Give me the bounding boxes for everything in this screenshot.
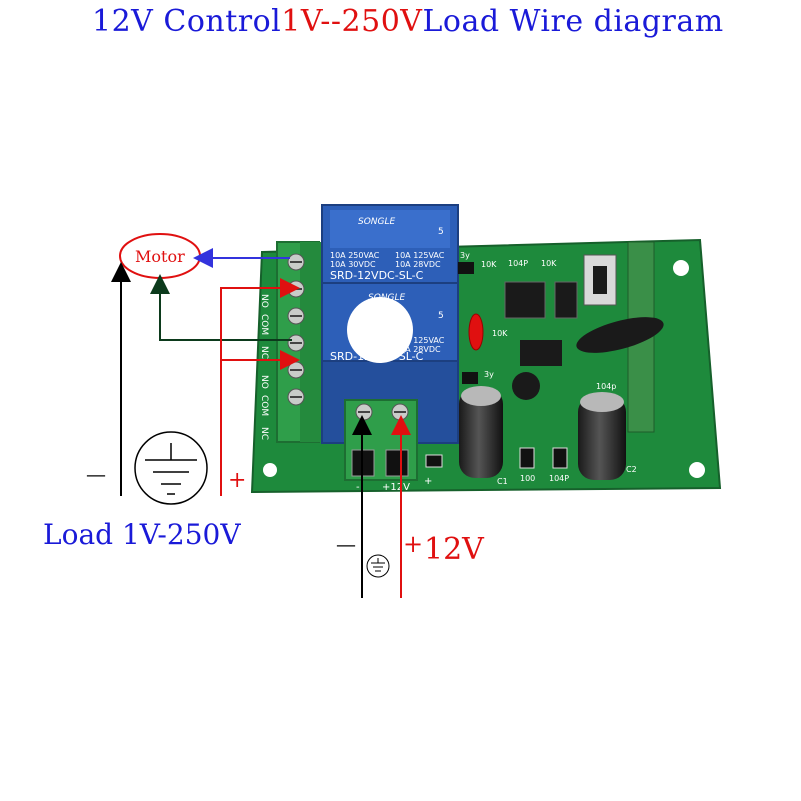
glare-spot [347, 297, 413, 363]
power-minus-label: - [356, 482, 360, 493]
load-plus-label: + [228, 468, 247, 493]
capacitor-top [461, 386, 501, 406]
red-led [468, 313, 484, 351]
supply-voltage-label: 12V [424, 532, 484, 567]
relay-spec: 10A 125VAC [395, 251, 445, 260]
smd-component [462, 372, 478, 384]
ic-chip [504, 281, 546, 319]
load-plus-wire [220, 278, 300, 496]
terminal-labels: NO COM NC NO COM NC [259, 294, 269, 440]
title-control-text: 12V Control [92, 4, 282, 39]
power-plus12-label: +12V [382, 482, 410, 493]
pcb-label: 10K [492, 329, 508, 338]
relay-top: SONGLE 5 10A 250VAC 10A 125VAC 10A 30VDC… [321, 204, 459, 284]
pcb-label: C2 [626, 465, 637, 474]
relay-terminal-block [276, 241, 322, 443]
pcb-label: 104P [549, 474, 569, 483]
ground-icon [134, 431, 208, 505]
power-plus-label: + [424, 476, 432, 487]
relay-approval: 5 [438, 227, 444, 237]
capacitor-c2 [578, 396, 626, 480]
title-load-text: Load Wire diagram [422, 4, 724, 39]
antenna-coil [576, 317, 664, 353]
pcb-label: 10K [481, 260, 497, 269]
relay-spec: 10A 28VDC [395, 345, 441, 354]
relay-spec: 10A 30VDC [330, 260, 376, 269]
diagram-title: 12V Control1V--250VLoad Wire diagram [92, 4, 724, 39]
smd-component [552, 447, 568, 469]
capacitor-top [580, 392, 624, 412]
title-voltage-text: 1V--250V [281, 4, 423, 39]
terminal-label-nc: NC [259, 427, 269, 440]
header-pins [520, 340, 562, 366]
smd-component [458, 262, 474, 274]
mounting-hole [689, 462, 705, 478]
push-button-cap [593, 266, 607, 294]
green-wire [150, 274, 292, 341]
load-minus-label: — [86, 462, 106, 486]
pcb-components: 3y 10K 104P 10K 10K 3y 104p C1 100 104P [458, 241, 664, 486]
diode [425, 454, 443, 468]
pcb-label: 100 [520, 474, 535, 483]
relay-spec: 10A 28VDC [395, 260, 441, 269]
supply-minus-label: — [336, 532, 356, 556]
pcb-label: 3y [484, 370, 494, 379]
mounting-hole [673, 260, 689, 276]
terminal-label-no: NO [259, 294, 269, 308]
ic-chip [554, 281, 578, 319]
power-terminal-block [344, 399, 418, 481]
terminal-label-com: COM [259, 314, 269, 335]
transistor [512, 372, 540, 400]
pcb-label: 10K [541, 259, 557, 268]
load-voltage-label: Load 1V-250V [43, 518, 241, 551]
wire-socket [385, 449, 409, 477]
relay-spec: 10A 125VAC [395, 336, 445, 345]
pcb-label: 3y [460, 251, 470, 260]
supply-plus-label: + [403, 530, 424, 558]
relay-model: SRD-12VDC-SL-C [330, 269, 424, 282]
terminal-label-nc: NC [259, 346, 269, 359]
relay-brand: SONGLE [358, 217, 396, 227]
ground-icon [366, 554, 390, 578]
smd-component [519, 447, 535, 469]
terminal-label-com: COM [259, 395, 269, 416]
capacitor-c1 [459, 388, 503, 478]
mounting-hole [263, 463, 277, 477]
relay-approval: 5 [438, 311, 444, 321]
terminal-label-no: NO [259, 375, 269, 389]
pcb-label: C1 [497, 477, 508, 486]
pcb-label: 104P [508, 259, 528, 268]
motor-label: Motor [135, 247, 185, 266]
pcb-label: 104p [596, 382, 616, 391]
relay-spec: 10A 250VAC [330, 251, 380, 260]
